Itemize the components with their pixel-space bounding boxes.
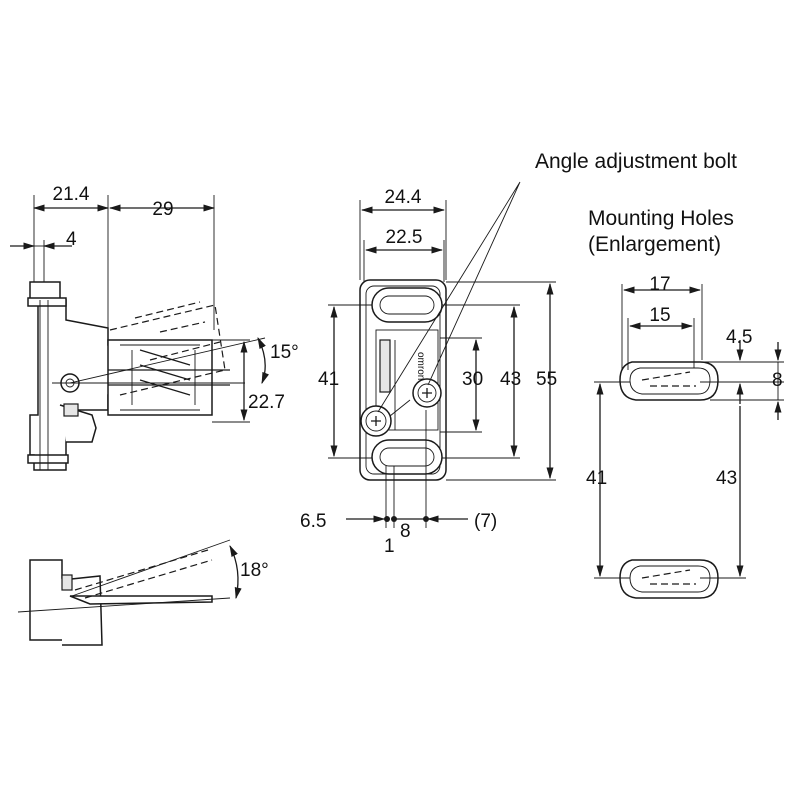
dim-front-offset-right: (7) (474, 511, 497, 532)
front-view: omron Angle adjustment bolt 24.4 22.5 41… (300, 150, 737, 557)
dim-front-outer-width: 24.4 (385, 187, 422, 208)
brand-label: omron (415, 352, 426, 380)
dim-bottom-tilt-angle: 18° (240, 560, 269, 581)
dim-side-width-total: 21.4 (53, 184, 90, 205)
dim-holes-height: 8 (772, 370, 783, 391)
dim-front-offset-8: 8 (400, 521, 411, 542)
dim-holes-outer-length: 17 (649, 274, 670, 295)
dim-holes-pitch-43: 43 (716, 468, 737, 489)
dim-holes-inner-length: 15 (649, 305, 670, 326)
dim-front-height-43: 43 (500, 369, 521, 390)
dim-holes-pitch-41: 41 (586, 468, 607, 489)
dim-front-offset-left: 6.5 (300, 511, 326, 532)
dim-holes-offset: 4.5 (726, 327, 752, 348)
holes-view: Mounting Holes (Enlargement) 17 15 4.5 8… (586, 207, 784, 599)
holes-title-line1: Mounting Holes (588, 207, 734, 230)
dim-front-height-55: 55 (536, 369, 557, 390)
dim-front-height-41: 41 (318, 369, 339, 390)
dim-front-height-30: 30 (462, 369, 483, 390)
side-view: 21.4 29 4 22.7 15° (10, 184, 299, 471)
dim-side-arm-height: 22.7 (248, 392, 285, 413)
dim-front-offset-1: 1 (384, 536, 395, 557)
dim-side-offset: 4 (66, 229, 77, 250)
dim-side-arm-angle: 15° (270, 342, 299, 363)
callout-angle-adjustment-bolt: Angle adjustment bolt (535, 150, 737, 173)
bottom-view: 18° (17, 539, 269, 646)
dim-front-inner-width: 22.5 (386, 227, 423, 248)
holes-title-line2: (Enlargement) (588, 233, 721, 256)
dim-side-arm-length: 29 (152, 199, 173, 220)
